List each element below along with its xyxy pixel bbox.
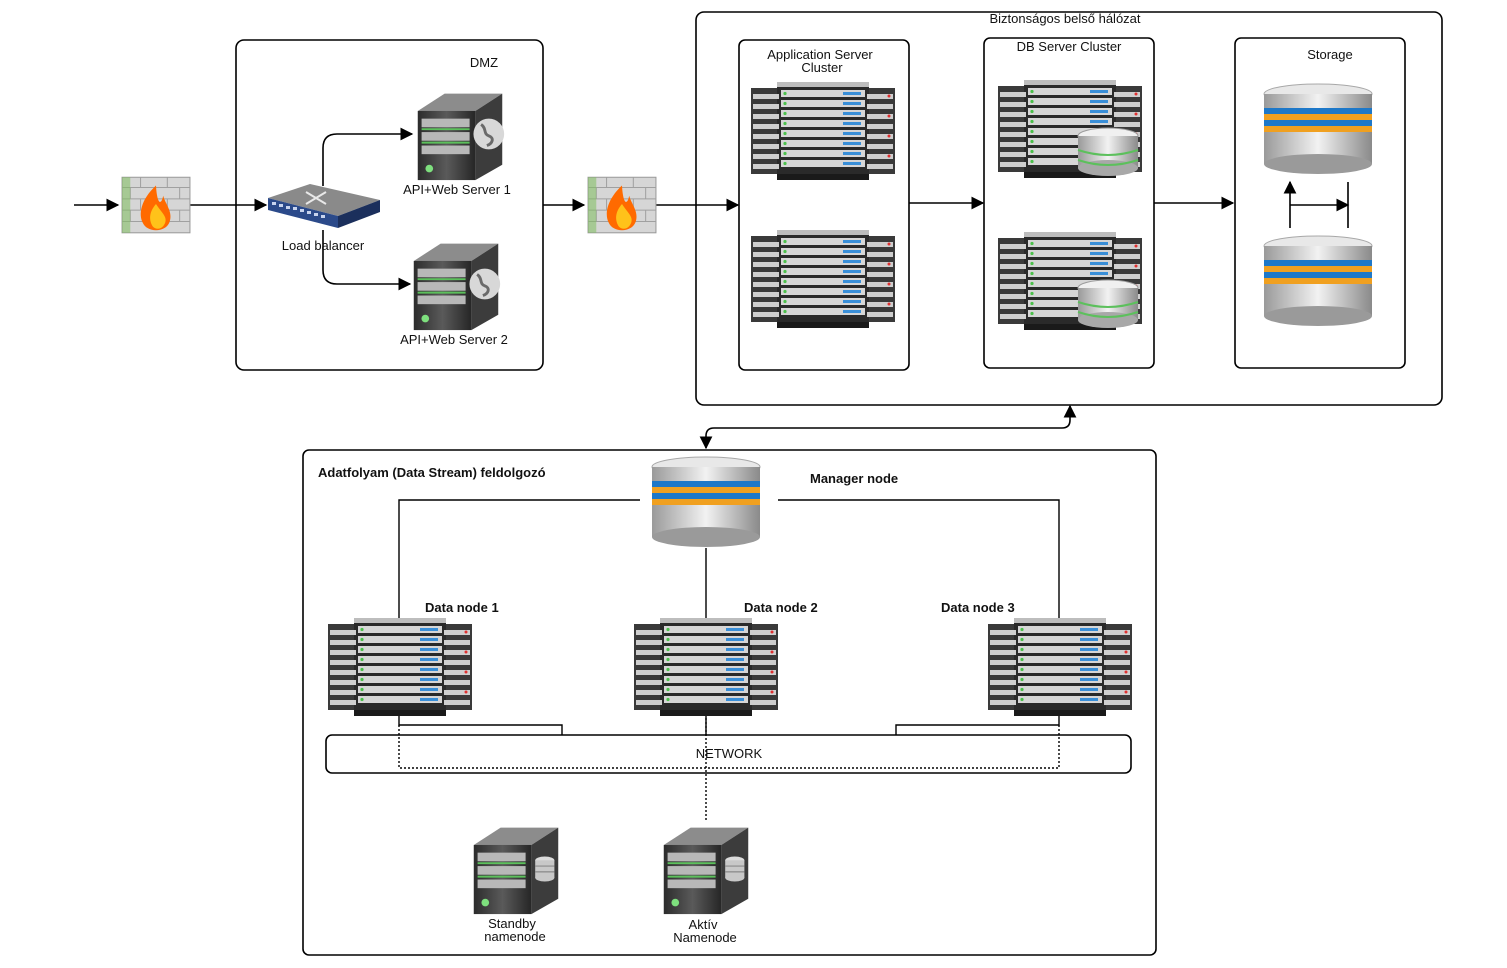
server-rack-icon	[634, 618, 778, 716]
firewall-icon	[121, 176, 191, 234]
edge-internal-to-stream	[699, 404, 1077, 450]
server-rack-icon	[988, 618, 1132, 716]
server-rack-icon	[751, 82, 895, 180]
app-cluster-label-line2: Cluster	[801, 60, 843, 75]
stream-container	[302, 449, 1157, 956]
database-stack-icon	[1263, 235, 1373, 327]
data-node-1-label: Data node 1	[425, 600, 499, 615]
database-stack-icon	[651, 456, 761, 548]
edge-storage-replication	[1290, 182, 1348, 228]
edge-lb-to-web2	[322, 230, 412, 291]
network-bar	[325, 734, 1132, 774]
edge-data3-to-network	[895, 714, 1060, 735]
dashed-links	[398, 714, 1060, 822]
db-cluster-label: DB Server Cluster	[1017, 39, 1122, 54]
internal-network-label: Biztonságos belső hálózat	[989, 11, 1140, 26]
connectors-top	[74, 127, 1348, 450]
stream-label: Adatfolyam (Data Stream) feldolgozó	[318, 465, 546, 480]
edge-lb-to-web1	[322, 127, 414, 186]
database-server-icon	[998, 80, 1142, 178]
database-server-icon	[998, 232, 1142, 330]
network-switch-icon	[267, 183, 381, 229]
firewall-icon	[587, 176, 657, 234]
namenode-server-icon	[662, 826, 750, 916]
connectors-stream	[398, 499, 1060, 735]
web-server-icon	[412, 242, 502, 332]
storage-label: Storage	[1307, 47, 1353, 62]
active-namenode-label: Aktív	[689, 917, 718, 932]
manager-node-label: Manager node	[810, 471, 898, 486]
namenode-server-icon	[472, 826, 560, 916]
standby-namenode-label-line2: namenode	[484, 929, 545, 944]
edge-manager-to-data1	[398, 499, 640, 618]
network-label: NETWORK	[696, 746, 763, 761]
load-balancer-label: Load balancer	[282, 238, 365, 253]
app-cluster-label: Application Server	[767, 47, 873, 62]
data-node-3-label: Data node 3	[941, 600, 1015, 615]
database-stack-icon	[1263, 83, 1373, 175]
server-rack-icon	[751, 230, 895, 328]
edge-manager-to-data3	[778, 499, 1060, 618]
web-server-2-label: API+Web Server 2	[400, 332, 508, 347]
web-server-icon	[416, 92, 506, 182]
storage-container	[1234, 37, 1406, 369]
active-namenode-label-line2: Namenode	[673, 930, 737, 945]
data-node-2-label: Data node 2	[744, 600, 818, 615]
server-rack-icon	[328, 618, 472, 716]
dmz-label: DMZ	[470, 55, 498, 70]
web-server-1-label: API+Web Server 1	[403, 182, 511, 197]
edge-data1-to-network	[398, 714, 563, 735]
standby-namenode-label: Standby	[488, 916, 536, 931]
